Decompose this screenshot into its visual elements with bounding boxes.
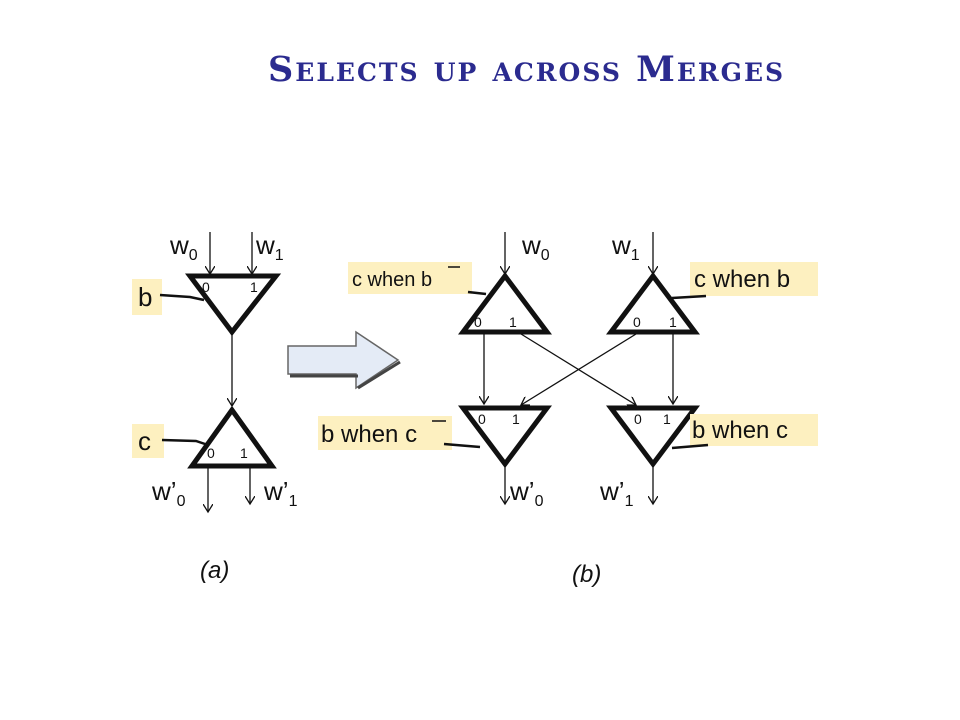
a-input-w0-label: w0: [169, 230, 198, 264]
a-select-c-label: c: [138, 426, 151, 456]
b-tl-select-wire: [467, 290, 487, 296]
b-bottom-right-merge: [606, 405, 700, 469]
b-tl-port-1: 1: [509, 314, 517, 330]
b-output-w0-label: w’0: [509, 476, 544, 510]
a-bottom-select: [187, 405, 277, 469]
a-select-b-highlight: [132, 279, 162, 315]
b-br-select-label: b when c: [692, 417, 788, 444]
b-top-right-select: [606, 271, 700, 335]
transform-arrow: [287, 330, 401, 390]
b-tr-port-1: 1: [669, 314, 677, 330]
b-tr-select-wire: [671, 294, 707, 300]
caption-a: (a): [200, 557, 229, 584]
b-wire-tr0-bl1: [521, 333, 637, 405]
a-input-w1-label: w1: [255, 230, 284, 264]
b-tr-port-0: 0: [633, 314, 641, 330]
a-bottom-port-1: 1: [240, 445, 248, 461]
b-bl-select-highlight: [318, 416, 452, 450]
b-br-select-highlight: [690, 414, 818, 446]
a-select-c-wire: [161, 438, 209, 447]
b-input-w0-label: w0: [521, 230, 550, 264]
transform-arrow-icon: [287, 330, 400, 390]
diagram-a: w0 w1 0 1 b 0 1 c: [132, 230, 298, 584]
a-bottom-port-0: 0: [207, 445, 215, 461]
b-bl-select-label: b when c: [321, 421, 417, 448]
b-tl-select-label: c when b: [352, 269, 432, 291]
b-br-port-0: 0: [634, 411, 642, 427]
b-top-left-select: [458, 271, 552, 335]
b-bl-port-1: 1: [512, 411, 520, 427]
b-bl-select-wire: [443, 442, 481, 449]
b-br-select-wire: [671, 443, 709, 450]
a-output-w1-label: w’1: [263, 476, 298, 510]
b-bottom-left-merge: [458, 405, 552, 469]
a-top-port-1: 1: [250, 279, 258, 295]
b-br-port-1: 1: [663, 411, 671, 427]
a-top-port-0: 0: [202, 279, 210, 295]
a-select-c-highlight: [132, 424, 164, 458]
slide-title: Selects up across Merges: [268, 49, 786, 90]
a-output-w0-label: w’0: [151, 476, 186, 510]
b-tr-select-label: c when b: [694, 266, 790, 293]
diagram-b: w0 w1 0 1 0 1 c when b c when b: [318, 230, 818, 588]
a-select-b-label: b: [138, 282, 152, 312]
b-input-w1-label: w1: [611, 230, 640, 264]
b-output-w1-label: w’1: [599, 476, 634, 510]
a-select-b-wire: [159, 293, 205, 302]
b-tr-select-highlight: [690, 262, 818, 296]
a-top-merge: [185, 273, 282, 337]
b-bl-port-0: 0: [478, 411, 486, 427]
caption-b: (b): [572, 561, 601, 588]
b-tl-port-0: 0: [474, 314, 482, 330]
